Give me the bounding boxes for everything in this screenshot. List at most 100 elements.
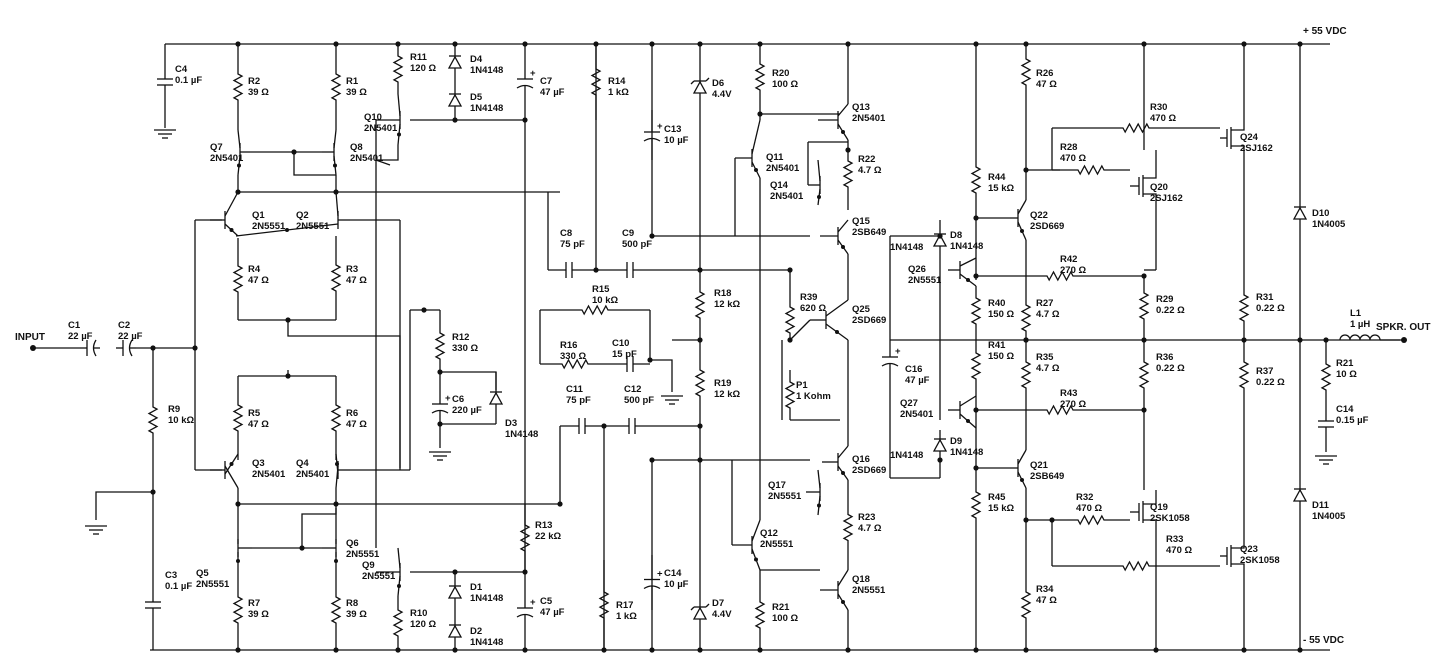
capacitor-c9-value: 500 pF bbox=[622, 239, 652, 250]
resistor-r32-ref: R32 bbox=[1076, 492, 1093, 503]
junction-dot bbox=[395, 41, 401, 47]
mosfet-q19-value: 2SK1058 bbox=[1150, 513, 1190, 524]
resistor-r37-value: 0.22 Ω bbox=[1256, 377, 1285, 388]
resistor-r26-ref: R26 bbox=[1036, 68, 1053, 79]
junction-dot bbox=[649, 233, 655, 239]
capacitor-c3-ref: C3 bbox=[165, 570, 177, 581]
resistor-r1-ref: R1 bbox=[346, 76, 359, 87]
diode-d9-ref: D9 bbox=[950, 436, 962, 447]
capacitor-c1-value: 22 µF bbox=[68, 331, 93, 342]
junction-dot bbox=[1323, 337, 1329, 343]
transistor-q7-value: 2N5401 bbox=[210, 153, 244, 164]
junction-dot bbox=[1023, 167, 1029, 173]
capacitor-c14b-value: 0.15 µF bbox=[1336, 415, 1369, 426]
capacitor-c2-value: 22 µF bbox=[118, 331, 143, 342]
capacitor-c10-ref: C10 bbox=[612, 338, 629, 349]
junction-dot bbox=[333, 647, 339, 653]
capacitor-c11-ref: C11 bbox=[566, 384, 584, 395]
transistor-q10-ref: Q10 bbox=[364, 112, 382, 123]
resistor-r33-value: 470 Ω bbox=[1166, 545, 1192, 556]
zener-d7-value: 4.4V bbox=[712, 609, 732, 620]
resistor-r11-value: 120 Ω bbox=[410, 63, 436, 74]
resistor-r11-ref: R11 bbox=[410, 52, 428, 63]
junction-dot bbox=[395, 647, 401, 653]
resistor-r31-value: 0.22 Ω bbox=[1256, 303, 1285, 314]
transistor-q4-value: 2N5401 bbox=[296, 469, 330, 480]
resistor-r3-value: 47 Ω bbox=[346, 275, 367, 286]
resistor-r39-value: 620 Ω bbox=[800, 303, 826, 314]
transistor-q6-ref: Q6 bbox=[346, 538, 359, 549]
resistor-r43-ref: R43 bbox=[1060, 388, 1077, 399]
resistor-r30-value: 470 Ω bbox=[1150, 113, 1176, 124]
resistor-r2-ref: R2 bbox=[248, 76, 260, 87]
resistor-r44-ref: R44 bbox=[988, 172, 1006, 183]
ground-symbol bbox=[154, 129, 176, 139]
junction-dot bbox=[285, 373, 291, 379]
resistor-r29-value: 0.22 Ω bbox=[1156, 305, 1185, 316]
resistor-r21a-ref: R21 bbox=[772, 602, 790, 613]
transistor-q27-ref: Q27 bbox=[900, 398, 918, 409]
resistor-r42-ref: R42 bbox=[1060, 254, 1077, 265]
resistor-r36-value: 0.22 Ω bbox=[1156, 363, 1185, 374]
junction-dot bbox=[1297, 41, 1303, 47]
svg-text:+: + bbox=[657, 121, 663, 132]
capacitor-c13-value: 10 µF bbox=[664, 135, 689, 146]
diode-d8-value: 1N4148 bbox=[950, 241, 983, 252]
diode-d9-type2: 1N4148 bbox=[890, 450, 923, 461]
transistor-q11-ref: Q11 bbox=[766, 152, 784, 163]
junction-dot bbox=[845, 41, 851, 47]
capacitor-c14a-ref: C14 bbox=[664, 568, 682, 579]
resistor-r37-ref: R37 bbox=[1256, 366, 1273, 377]
resistor-r5-ref: R5 bbox=[248, 408, 261, 419]
svg-text:+: + bbox=[657, 569, 663, 580]
svg-text:+: + bbox=[530, 68, 536, 79]
resistor-r1-value: 39 Ω bbox=[346, 87, 367, 98]
resistor-r12-value: 330 Ω bbox=[452, 343, 478, 354]
resistor-r18-value: 12 kΩ bbox=[714, 299, 740, 310]
transistor-q2-ref: Q2 bbox=[296, 210, 309, 221]
svg-text:+: + bbox=[530, 597, 536, 608]
resistor-r4-value: 47 Ω bbox=[248, 275, 269, 286]
transistor-q10-value: 2N5401 bbox=[364, 123, 398, 134]
transistor-q13-value: 2N5401 bbox=[852, 113, 886, 124]
junction-dot bbox=[1153, 647, 1159, 653]
transistor-q14-value: 2N5401 bbox=[770, 191, 804, 202]
transistor-q12-ref: Q12 bbox=[760, 528, 778, 539]
transistor-q3-value: 2N5401 bbox=[252, 469, 286, 480]
capacitor-c5-ref: C5 bbox=[540, 596, 553, 607]
resistor-r29-ref: R29 bbox=[1156, 294, 1173, 305]
transistor-q5-value: 2N5551 bbox=[196, 579, 230, 590]
resistor-r6-value: 47 Ω bbox=[346, 419, 367, 430]
resistor-r34-value: 47 Ω bbox=[1036, 595, 1057, 606]
diode-d5-value: 1N4148 bbox=[470, 103, 503, 114]
transistor-q8-value: 2N5401 bbox=[350, 153, 384, 164]
junction-dot bbox=[757, 41, 763, 47]
diode-d3-value: 1N4148 bbox=[505, 429, 538, 440]
transistor-q6-value: 2N5551 bbox=[346, 549, 380, 560]
junction-dot bbox=[937, 233, 943, 239]
transistor-q5-ref: Q5 bbox=[196, 568, 209, 579]
diode-d1-ref: D1 bbox=[470, 582, 483, 593]
